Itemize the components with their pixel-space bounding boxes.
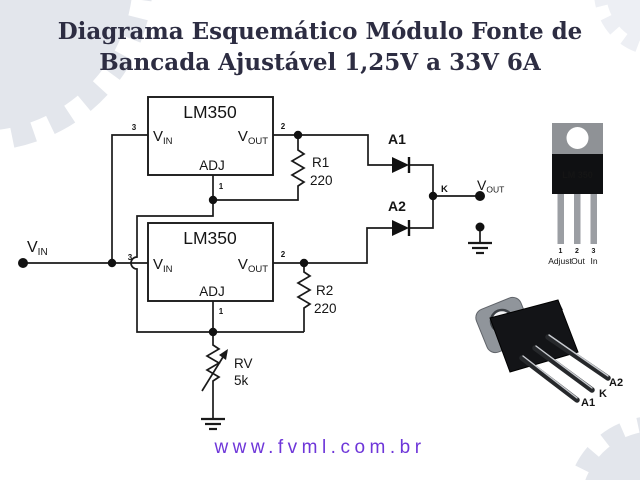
to220-pin3-number: 3 [592, 248, 596, 255]
regulator1-adj-label: ADJ [199, 158, 225, 173]
junction-vin [107, 258, 117, 268]
gear-icon-bottom-right [569, 417, 640, 480]
junction-r2-top [299, 258, 309, 268]
regulator1-vin-label: VIN [153, 128, 173, 147]
potentiometer-arrow-shaft [201, 356, 224, 392]
diode-icon-a1 [392, 157, 411, 173]
regulator1-vout-label: VOUT [238, 128, 268, 147]
potentiometer-arrow-head [219, 349, 228, 360]
page-title-line2: Bancada Ajustável 1,25V a 33V 6A [99, 49, 541, 76]
to220-mounting-hole [566, 127, 589, 149]
package-lead-k-label: K [599, 388, 607, 400]
potentiometer-rv [205, 332, 221, 418]
wire-vout2-to-d2 [273, 227, 392, 264]
to220-leg-2 [574, 194, 581, 244]
ground-icon-bottom [201, 417, 225, 431]
to220-part-number: LM 350 [562, 170, 593, 180]
junction-k-node [428, 191, 438, 201]
to220-pin1-number: 1 [559, 248, 563, 255]
r1-ref-label: R1 [312, 155, 329, 170]
regulator1-body [147, 96, 274, 176]
output-ground-dot [475, 222, 485, 232]
to220-pin1-name: Adjust [548, 256, 572, 266]
wire-vout1-to-d1 [273, 134, 392, 166]
to220-pin2-number: 2 [575, 248, 579, 255]
regulator1-pin2: 2 [281, 122, 286, 131]
regulator2-adj-label: ADJ [199, 284, 225, 299]
to220-body [552, 154, 603, 194]
diode-a1-label: A1 [388, 131, 406, 147]
gear-icon-top-right [594, 0, 640, 54]
regulator2-pin2: 2 [281, 250, 286, 259]
regulator1-pin3: 3 [132, 123, 137, 132]
to220-leg-1 [557, 194, 564, 244]
junction-bottom-rail [208, 327, 218, 337]
wire-vin-to-reg1 [111, 134, 148, 263]
to220-leg-3 [590, 194, 597, 244]
regulator2-body [147, 222, 274, 302]
page-title-line1: Diagrama Esquemático Módulo Fonte de [57, 18, 583, 45]
vout-terminal-dot [475, 191, 485, 201]
package-body [489, 299, 579, 373]
vin-terminal-label: VIN [27, 239, 48, 258]
schematic-wires [23, 134, 481, 418]
to220-pinout-card: LM 350 1 2 3 Adjust Out In [548, 123, 603, 266]
vout-terminal-label: VOUT [477, 177, 504, 195]
wire-d1-to-k [410, 164, 434, 196]
page-title: Diagrama Esquemático Módulo Fonte de Ban… [0, 16, 640, 78]
diode-a2-label: A2 [388, 198, 406, 214]
gear-icon-top-left [0, 0, 152, 150]
regulator1-name: LM350 [183, 102, 237, 122]
regulator2-vout-label: VOUT [238, 256, 268, 275]
vin-terminal-dot [18, 258, 28, 268]
diode-icon-a2 [392, 220, 411, 236]
package-lead-a1-label: A1 [581, 397, 595, 409]
to220-pin2-name: Out [571, 256, 585, 266]
ground-icon-output [468, 241, 492, 255]
regulator2-name: LM350 [183, 228, 237, 248]
regulator2-pin1: 1 [219, 307, 224, 316]
junction-r1-top [293, 130, 303, 140]
package-lead-a2-label: A2 [609, 377, 623, 389]
dual-diode-package-3d: A1 K A2 [475, 296, 623, 409]
regulator2-vin-label: VIN [153, 256, 173, 275]
r2-value-label: 220 [314, 301, 337, 316]
regulator2-pin3: 3 [128, 253, 133, 262]
rv-ref-label: RV [234, 356, 253, 371]
package-legs [519, 334, 611, 403]
wire-d2-to-k [410, 196, 434, 229]
k-node-label: K [441, 184, 448, 195]
footer-url: www.fvml.com.br [214, 437, 426, 458]
junction-adj1 [208, 195, 218, 205]
to220-pin3-name: In [590, 256, 597, 266]
wire-adj1-to-bottom-rail [130, 200, 304, 333]
resistor-r1 [213, 135, 306, 201]
r2-ref-label: R2 [316, 283, 333, 298]
regulator1-pin1: 1 [219, 182, 224, 191]
rv-value-label: 5k [234, 373, 249, 388]
r1-value-label: 220 [310, 173, 333, 188]
resistor-r2 [296, 263, 312, 332]
